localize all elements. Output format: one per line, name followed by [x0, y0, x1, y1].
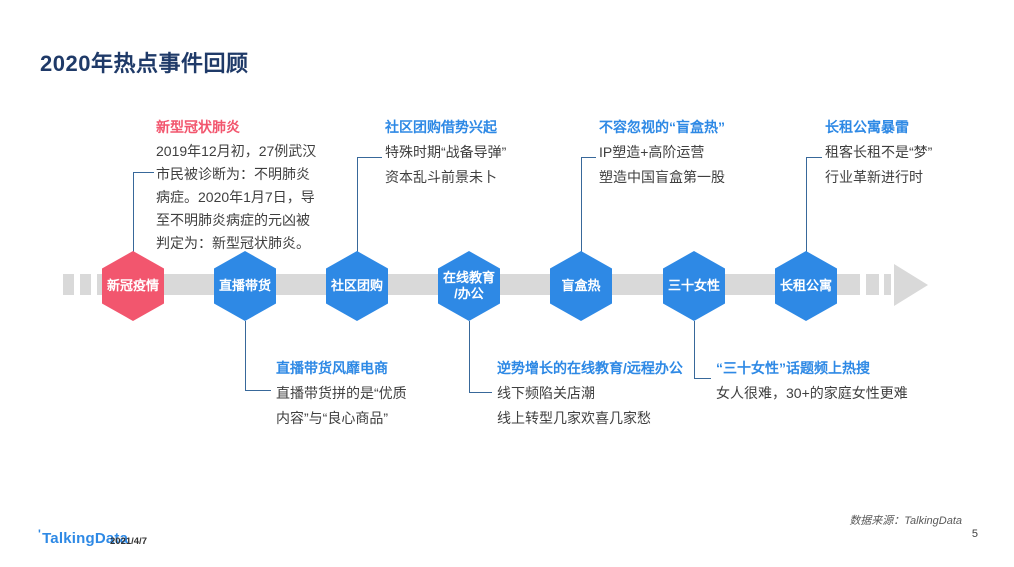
data-source-note: 数据来源：TalkingData — [849, 515, 962, 527]
note-title: “三十女性”话题频上热搜 — [716, 360, 870, 376]
note-long-term-rental: 长租公寓暴雷 租客长租不是“梦” 行业革新进行时 — [825, 117, 932, 190]
connector-line-livestream — [245, 321, 271, 391]
note-thirty-women: “三十女性”话题频上热搜 女人很难，30+的家庭女性更难 — [716, 358, 908, 406]
connector-line-group-buying — [357, 157, 382, 252]
hexagon-thirty-women: 三十女性 — [663, 251, 725, 321]
timeline-dash — [866, 274, 879, 295]
connector-line-online-education — [469, 321, 492, 393]
hexagon-label: 在线教育 /办公 — [442, 270, 495, 301]
note-title: 直播带货风靡电商 — [276, 360, 388, 376]
hexagon-covid: 新冠疫情 — [102, 251, 164, 321]
timeline-dash — [884, 274, 891, 295]
page-title: 2020年热点事件回顾 — [40, 51, 249, 76]
note-covid: 新型冠状肺炎 2019年12月初，27例武汉 市民被诊断为：不明肺炎 病症。20… — [156, 117, 388, 255]
note-community-group-buying: 社区团购借势兴起 特殊时期“战备导弹” 资本乱斗前景未卜 — [385, 117, 506, 190]
page-number: 5 — [971, 528, 978, 540]
note-title: 长租公寓暴雷 — [825, 119, 909, 135]
talkingdata-logo: 'TalkingData — [38, 527, 128, 547]
hexagon-label: 三十女性 — [667, 278, 720, 293]
logo-text: TalkingData — [42, 530, 129, 547]
hexagon-label: 直播带货 — [218, 278, 271, 293]
footer-date: 2021/4/7 — [110, 536, 147, 547]
hexagon-label: 社区团购 — [330, 278, 383, 293]
hexagon-label: 长租公寓 — [779, 278, 832, 293]
hexagon-label: 盲盒热 — [561, 278, 601, 293]
hexagon-long-term-rental: 长租公寓 — [775, 251, 837, 321]
note-body: 女人很难，30+的家庭女性更难 — [716, 385, 908, 401]
connector-line-long-term-rental — [806, 157, 822, 252]
note-title: 社区团购借势兴起 — [385, 119, 497, 135]
note-body: 2019年12月初，27例武汉 市民被诊断为：不明肺炎 病症。2020年1月7日… — [156, 143, 317, 251]
hexagon-livestream-ecommerce: 直播带货 — [214, 251, 276, 321]
hexagon-label: 新冠疫情 — [106, 278, 159, 293]
timeline-dash — [80, 274, 91, 295]
hexagon-community-group-buying: 社区团购 — [326, 251, 388, 321]
connector-line-covid — [133, 172, 154, 252]
note-body: IP塑造+高阶运营 塑造中国盲盒第一股 — [599, 144, 725, 185]
arrow-right-icon — [894, 264, 928, 306]
note-body: 直播带货拼的是“优质 内容”与“良心商品” — [276, 385, 407, 426]
note-livestream-ecommerce: 直播带货风靡电商 直播带货拼的是“优质 内容”与“良心商品” — [276, 358, 407, 431]
hexagon-blind-box: 盲盒热 — [550, 251, 612, 321]
note-online-education: 逆势增长的在线教育/远程办公 线下频陷关店潮 线上转型几家欢喜几家愁 — [497, 358, 683, 431]
note-body: 租客长租不是“梦” 行业革新进行时 — [825, 144, 933, 185]
note-title: 新型冠状肺炎 — [156, 119, 240, 135]
note-blind-box: 不容忽视的“盲盒热” IP塑造+高阶运营 塑造中国盲盒第一股 — [599, 117, 725, 190]
hexagon-online-education: 在线教育 /办公 — [438, 251, 500, 321]
logo-tick-icon: ' — [38, 527, 42, 541]
timeline-dash — [63, 274, 74, 295]
note-body: 特殊时期“战备导弹” 资本乱斗前景未卜 — [385, 144, 507, 185]
note-title: 不容忽视的“盲盒热” — [599, 119, 725, 135]
connector-line-blind-box — [581, 157, 596, 252]
note-body: 线下频陷关店潮 线上转型几家欢喜几家愁 — [497, 385, 651, 426]
connector-line-thirty-women — [694, 321, 711, 379]
note-title: 逆势增长的在线教育/远程办公 — [497, 360, 683, 376]
